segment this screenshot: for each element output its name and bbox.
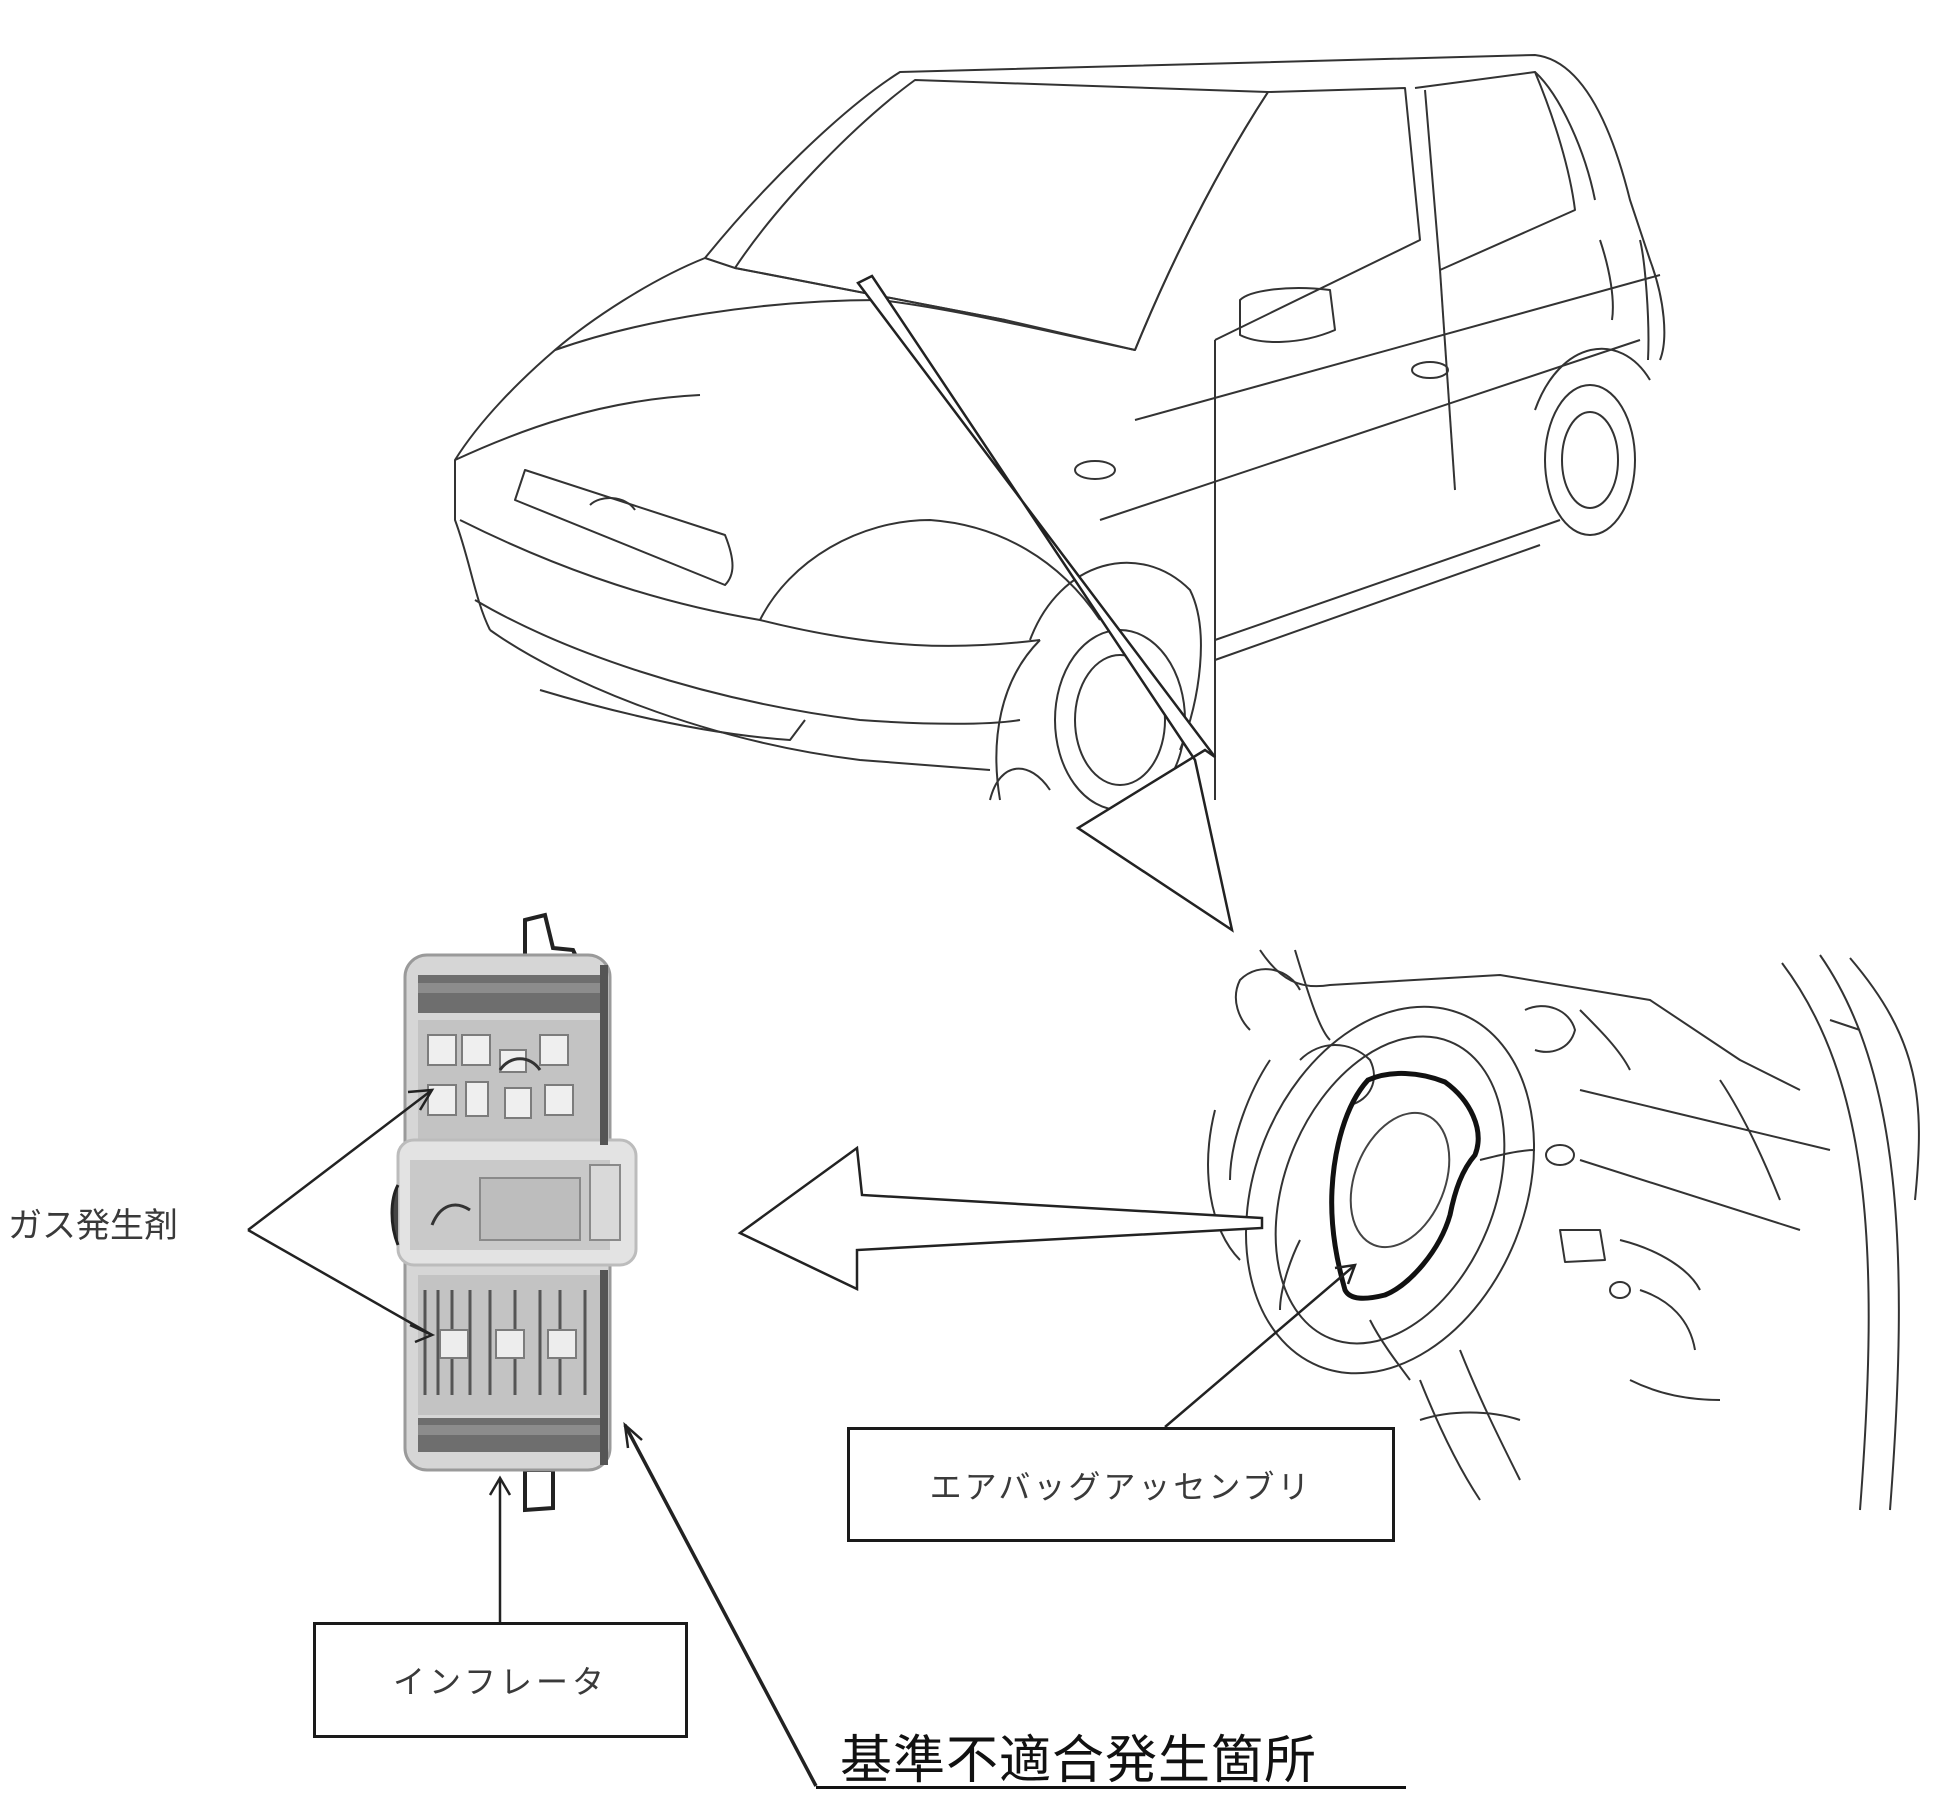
leader-airbag	[1164, 1264, 1356, 1428]
airbag-assembly-label: エアバッグアッセンブリ	[847, 1427, 1395, 1542]
airbag-module-outline	[1329, 1071, 1481, 1301]
airbag-inner-ring	[1349, 1111, 1451, 1249]
leader-gas-lower	[247, 1228, 433, 1337]
leader-lines	[247, 1088, 1357, 1787]
steering-wheel-illustration	[1207, 949, 1920, 1511]
arrow-steering-wheel-to-inflator	[737, 1145, 1264, 1291]
car-illustration	[454, 54, 1666, 811]
arrow-car-to-steering-wheel	[856, 274, 1234, 933]
airbag-assembly-text: エアバッグアッセンブリ	[929, 1467, 1313, 1506]
inflator-cutaway	[390, 912, 638, 1513]
leader-gas-upper	[247, 1089, 433, 1231]
inflator-text: インフレータ	[392, 1663, 609, 1701]
gas-generant-label: ガス発生剤	[8, 1206, 178, 1246]
leader-defect-location	[623, 1424, 818, 1787]
inflator-label: インフレータ	[313, 1622, 688, 1738]
defect-location-label: 基準不適合発生箇所	[840, 1731, 1318, 1791]
